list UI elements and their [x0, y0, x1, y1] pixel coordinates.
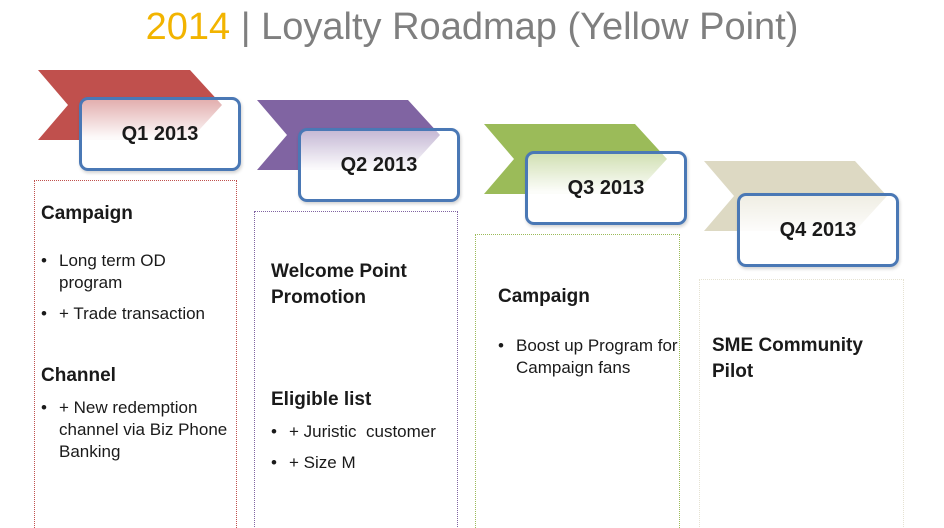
q2-heading-welcome: Welcome Point Promotion [271, 261, 407, 308]
bullet-dot: • [41, 251, 47, 270]
q2-bullet-text: + Juristic customer [289, 422, 436, 441]
q1-label: Q1 2013 [79, 97, 241, 171]
slide-title: 2014 | Loyalty Roadmap (Yellow Point) [0, 6, 944, 49]
bullet-dot: • [498, 336, 504, 355]
q2-bullet-text: + Size M [289, 453, 356, 472]
q1-bullet-text: + Trade transaction [59, 304, 206, 323]
q2-label: Q2 2013 [298, 128, 460, 202]
title-text: Loyalty Roadmap (Yellow Point) [261, 6, 799, 48]
q1-heading-campaign: Campaign [41, 203, 133, 224]
q3-bullet-text: Boost up Program for Campaign fans [516, 336, 678, 377]
title-separator: | [230, 6, 262, 48]
q1-content-box [34, 180, 237, 528]
q3-bullet-item: • Boost up Program for Campaign fans [498, 335, 691, 379]
q2-bullet-item: • + Juristic customer [271, 421, 479, 443]
q4-label: Q4 2013 [737, 193, 899, 267]
q4-content-box [699, 279, 904, 528]
q1-bullet-item: • + Trade transaction [41, 303, 254, 325]
bullet-dot: • [271, 453, 277, 472]
q1-bullet-item: • + New redemption channel via Biz Phone … [41, 397, 249, 463]
q1-bullet-item: • Long term OD program [41, 250, 229, 294]
q1-bullet-text: Long term OD program [59, 251, 166, 292]
q1-bullet-text: + New redemption channel via Biz Phone B… [59, 398, 228, 461]
q4-heading-sme: SME Community Pilot [712, 335, 863, 382]
q3-label: Q3 2013 [525, 151, 687, 225]
q2-content-box [254, 211, 458, 528]
q3-content-box [475, 234, 680, 528]
q2-heading-eligible: Eligible list [271, 389, 372, 410]
q1-heading-channel: Channel [41, 365, 116, 386]
q3-heading-campaign: Campaign [498, 286, 590, 307]
bullet-dot: • [41, 304, 47, 323]
bullet-dot: • [41, 398, 47, 417]
bullet-dot: • [271, 422, 277, 441]
title-year: 2014 [145, 6, 231, 48]
q2-bullet-item: • + Size M [271, 452, 469, 474]
